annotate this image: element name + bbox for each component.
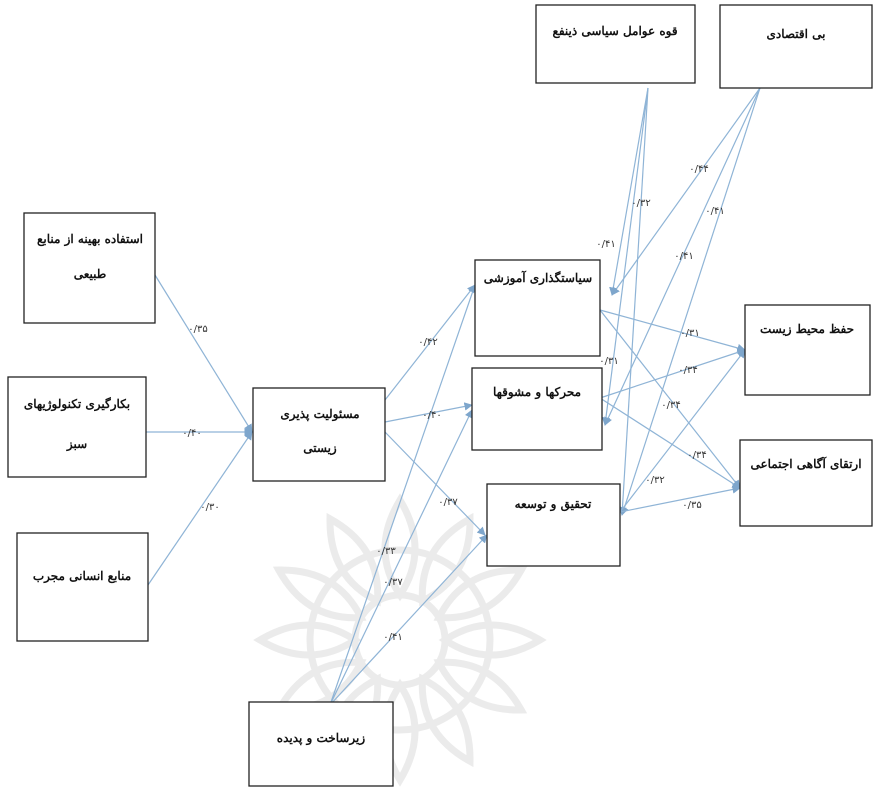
arrow-human-to-responsibility — [147, 431, 253, 586]
arrow-edupolicy-to-protection — [599, 309, 746, 353]
coef-incentives-awareness: ۰/۳۴ — [687, 450, 706, 461]
box-env-protection — [744, 304, 871, 396]
arrow-infra-to-incentives — [329, 409, 473, 706]
label-economic: بی اقتصادی — [766, 27, 825, 41]
path-arrows — [146, 87, 761, 706]
coef-human-responsibility: ۰/۳۰ — [200, 502, 219, 513]
arrow-economic-to-research — [620, 87, 761, 516]
box-political-factors — [535, 4, 696, 84]
arrow-economic-to-edupolicy — [611, 87, 761, 296]
arrow-infra-to-edupolicy — [329, 284, 477, 706]
coef-natural-responsibility: ۰/۳۵ — [188, 324, 207, 335]
box-infrastructure — [248, 701, 394, 787]
label-green-tech-line2: سبز — [66, 437, 87, 452]
label-env-responsibility-line2: زیستی — [303, 441, 337, 456]
coef-responsibility-edupolicy: ۰/۴۲ — [418, 337, 437, 348]
box-incentives — [471, 367, 603, 451]
coef-economic-edupolicy: ۰/۴۴ — [689, 164, 708, 175]
coef-infra-incentives: ۰/۳۷ — [383, 577, 403, 588]
coef-responsibility-research: ۰/۳۷ — [438, 497, 458, 508]
arrow-political-to-edupolicy — [609, 87, 649, 296]
arrow-incentives-to-protection — [599, 348, 746, 399]
arrow-economic-to-incentives — [604, 87, 761, 426]
label-edu-policy: سیاستگذاری آموزشی — [484, 269, 592, 286]
label-env-protection: حفظ محیط زیست — [760, 322, 854, 337]
coef-incentives-protection: ۰/۳۴ — [678, 365, 697, 376]
coef-economic-research: ۰/۴۱ — [674, 251, 693, 262]
arrow-responsibility-to-research — [384, 431, 486, 536]
arrow-research-to-protection — [619, 349, 746, 513]
label-natural-resources-line1: استفاده بهینه از منابع — [37, 232, 143, 247]
box-social-awareness — [739, 439, 873, 527]
arrow-research-to-awareness — [619, 485, 741, 513]
box-research — [486, 483, 621, 567]
arrow-political-to-incentives — [601, 87, 649, 426]
coef-political-incentives: ۰/۳۲ — [631, 198, 650, 209]
coef-greentech-responsibility: ۰/۴۰ — [182, 428, 201, 439]
box-env-responsibility — [252, 387, 386, 482]
label-incentives: محرکها و مشوقها — [493, 385, 581, 400]
box-edu-policy — [474, 259, 601, 357]
box-natural-resources — [23, 212, 156, 324]
coef-responsibility-incentives: ۰/۴۰ — [422, 410, 441, 421]
coef-infra-edupolicy: ۰/۳۳ — [376, 546, 396, 557]
label-research: تحقیق و توسعه — [515, 497, 592, 512]
coef-edupolicy-protection: ۰/۳۱ — [680, 328, 699, 339]
label-env-responsibility-line1: مسئولیت پذیری — [280, 407, 359, 422]
coef-infra-research: ۰/۴۱ — [383, 632, 402, 643]
label-green-tech-line1: بکارگیری تکنولوژیهای — [24, 396, 130, 412]
box-human-resources — [16, 532, 149, 642]
box-green-tech — [7, 376, 147, 478]
arrow-responsibility-to-edupolicy — [384, 284, 476, 401]
label-human-resources: منابع انسانی مجرب — [33, 569, 131, 584]
coef-political-research: ۰/۳۱ — [599, 356, 618, 367]
arrow-natural-to-responsibility — [154, 274, 253, 433]
coef-research-awareness: ۰/۳۵ — [682, 500, 701, 511]
box-economic — [719, 4, 873, 89]
coef-political-edupolicy: ۰/۴۱ — [596, 239, 615, 250]
coef-economic-incentives: ۰/۴۱ — [705, 206, 724, 217]
arrow-incentives-to-awareness — [599, 397, 741, 489]
coef-edupolicy-awareness: ۰/۳۴ — [661, 400, 680, 411]
label-social-awareness: ارتقای آگاهی اجتماعی — [750, 455, 861, 472]
label-infrastructure: زیرساخت و پدیده — [277, 731, 366, 746]
arrow-political-to-research — [618, 87, 649, 516]
watermark-rosette — [253, 493, 547, 787]
coef-research-protection: ۰/۳۲ — [645, 475, 664, 486]
arrow-infra-to-research — [329, 534, 488, 706]
arrow-responsibility-to-incentives — [384, 402, 473, 423]
arrow-edupolicy-to-awareness — [599, 309, 741, 489]
label-political-factors: قوه عوامل سیاسی ذینفع — [552, 24, 677, 39]
label-natural-resources-line2: طبیعی — [74, 267, 107, 281]
